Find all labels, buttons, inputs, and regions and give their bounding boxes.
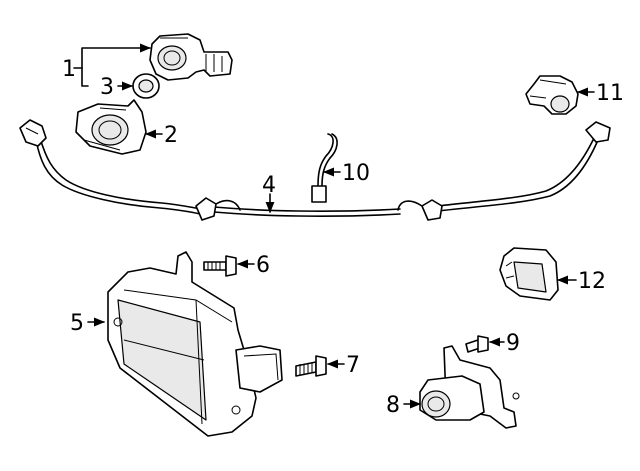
- sensor-bracket-part-2: [75, 99, 147, 155]
- callout-4: 4: [262, 173, 276, 198]
- callout-5: 5: [70, 311, 84, 336]
- pigtail-connector-part-10: [311, 133, 338, 203]
- callout-7: 7: [346, 353, 360, 378]
- callout-10: 10: [342, 161, 370, 186]
- callout-2: 2: [164, 123, 178, 148]
- callout-8: 8: [386, 393, 400, 418]
- callout-11: 11: [596, 81, 624, 106]
- bolt-part-6: [203, 255, 237, 277]
- wiring-harness-part-4: [19, 119, 611, 221]
- camera-bracket-part-8: [419, 345, 520, 429]
- retainer-ring-part-3: [132, 73, 160, 99]
- bolt-part-7: [295, 355, 327, 377]
- camera-housing-part-12: [499, 247, 559, 301]
- bolt-part-9: [465, 335, 489, 353]
- parking-sensor-part-1: [149, 33, 233, 81]
- control-module-part-5: [107, 251, 283, 437]
- callout-3: 3: [100, 75, 114, 100]
- sensor-part-11: [525, 75, 579, 115]
- callout-1: 1: [62, 57, 76, 82]
- callout-6: 6: [256, 253, 270, 278]
- callout-12: 12: [578, 269, 606, 294]
- leader-lines: [73, 43, 595, 409]
- callout-9: 9: [506, 331, 520, 356]
